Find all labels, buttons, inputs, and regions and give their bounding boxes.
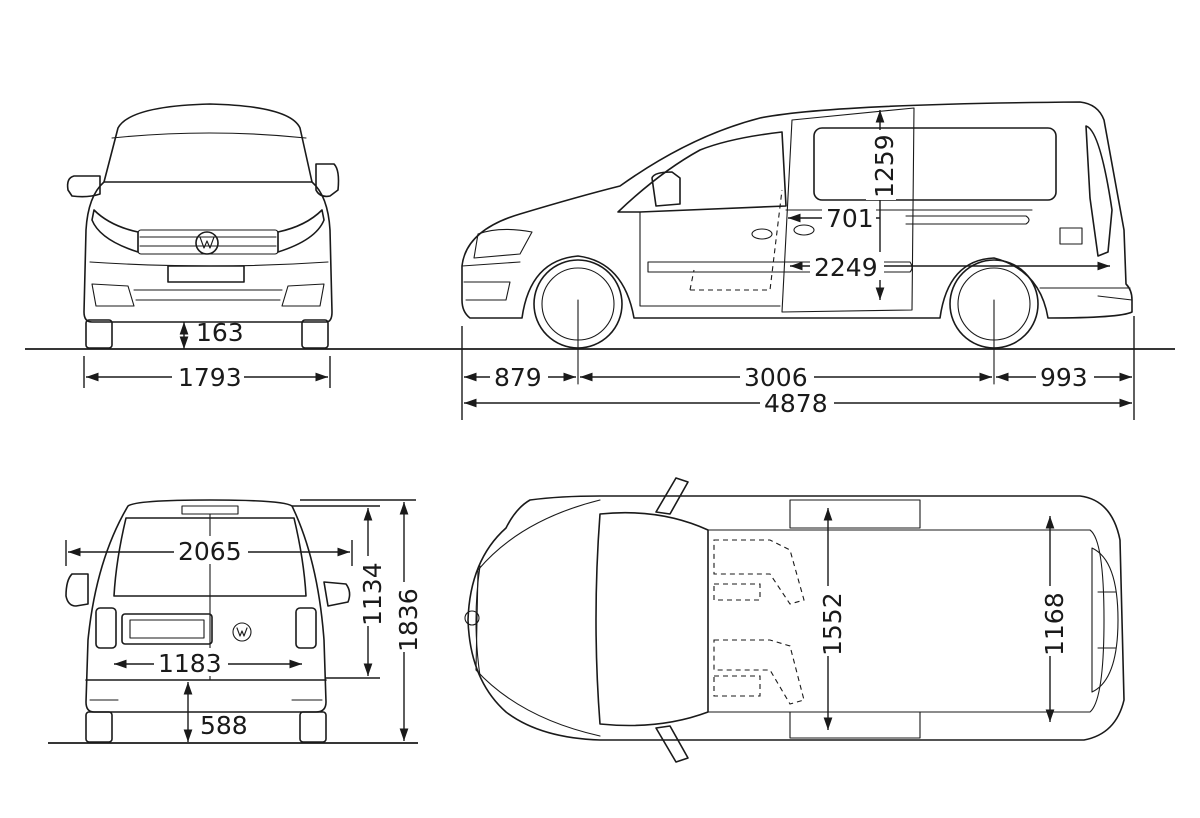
dim-load-width-arch: 1168 xyxy=(1040,592,1069,656)
vw-logo-icon xyxy=(195,231,219,255)
dim-sliding-door: 701 xyxy=(826,204,874,233)
front-view: 163 1793 xyxy=(25,103,1175,392)
dim-load-width-max: 1552 xyxy=(818,592,847,656)
rear-view: 2065 1183 588 1134 1836 xyxy=(48,499,423,744)
dim-front-width: 1793 xyxy=(178,363,242,392)
dim-front-overhang: 879 xyxy=(494,363,542,392)
dim-window-height: 1259 xyxy=(870,134,899,198)
dim-rear-door-height: 1134 xyxy=(358,562,387,626)
dim-load-length: 2249 xyxy=(814,253,878,282)
dim-overall-length: 4878 xyxy=(764,389,828,418)
side-view: 1259 701 2249 879 3006 993 4878 xyxy=(461,101,1135,420)
dim-overall-height: 1836 xyxy=(394,588,423,652)
dim-rear-overhang: 993 xyxy=(1040,363,1088,392)
top-view: 1552 1168 xyxy=(464,477,1125,763)
dim-width-mirrors: 2065 xyxy=(178,537,242,566)
dim-rear-opening: 1183 xyxy=(158,649,222,678)
dim-wheelbase: 3006 xyxy=(744,363,808,392)
dim-ground-clearance: 163 xyxy=(196,318,244,347)
dim-load-sill: 588 xyxy=(200,711,248,740)
